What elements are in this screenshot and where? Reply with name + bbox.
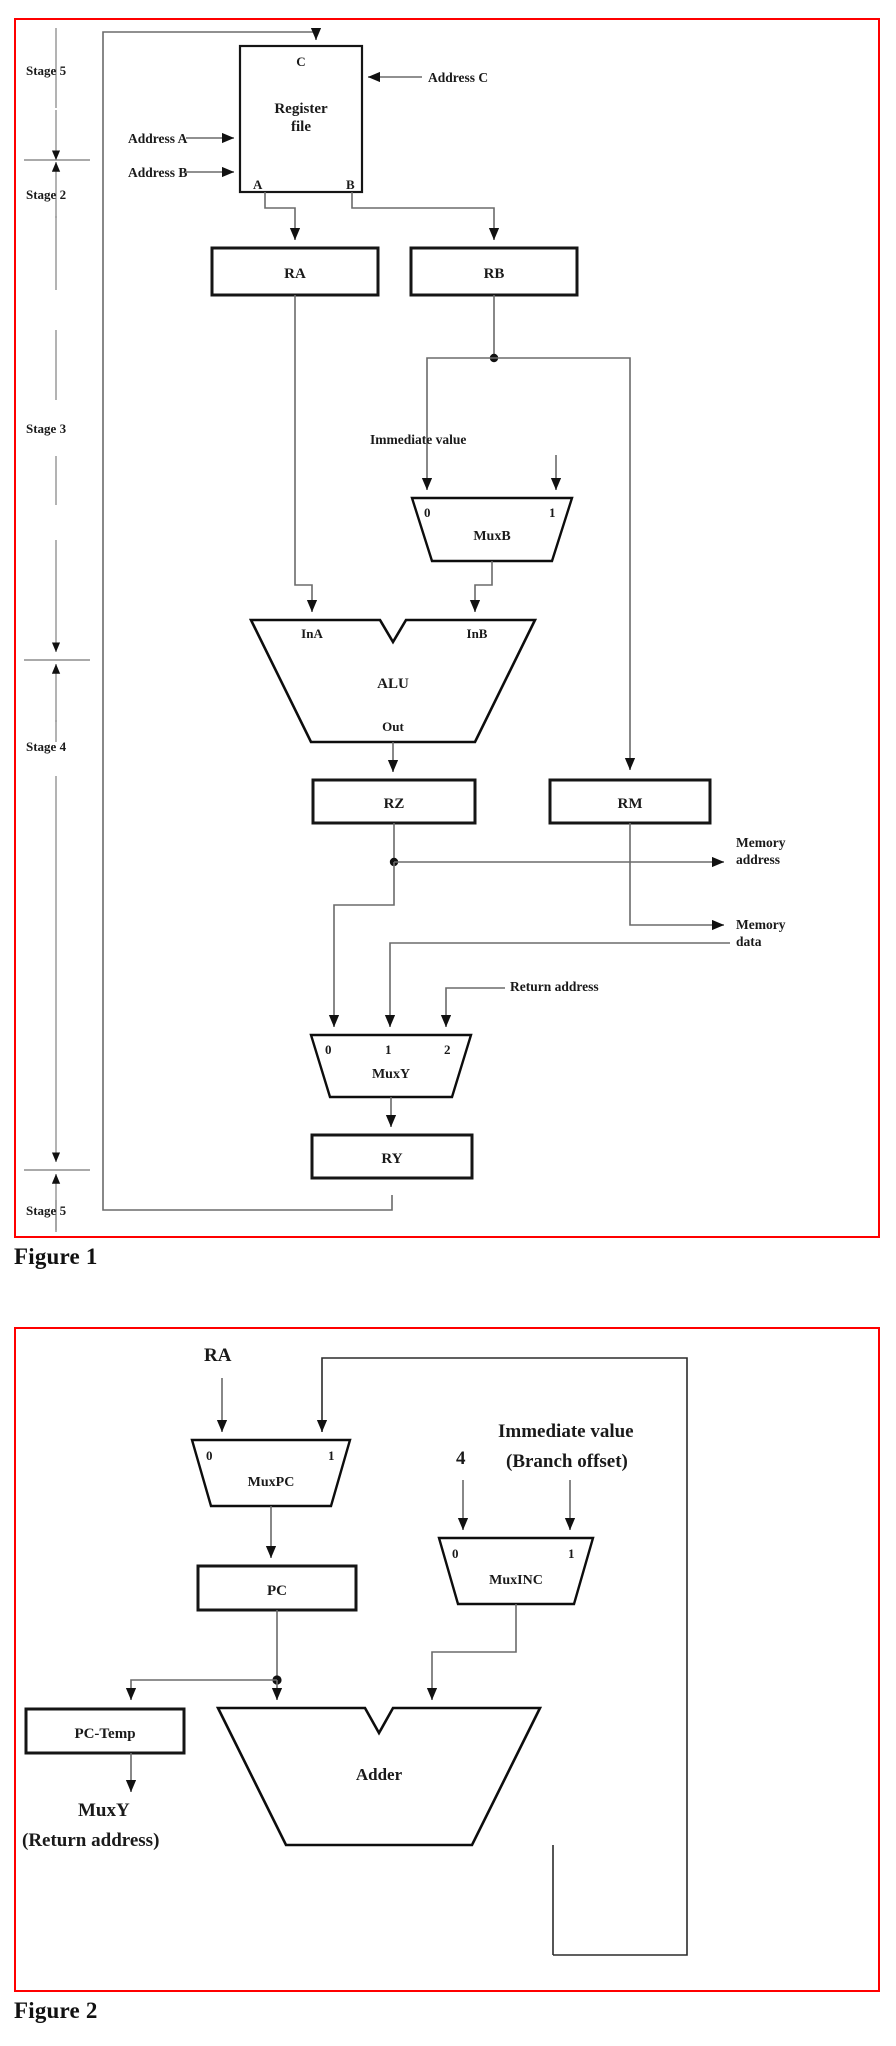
- muxb-to-alu-wire: [469, 561, 493, 613]
- register-file-port-c: C: [296, 54, 305, 69]
- muxy-sel-0-label: 0: [325, 1042, 332, 1057]
- muxb-sel-0-label: 0: [424, 505, 431, 520]
- register-file-box: [238, 44, 364, 194]
- figure-2-diagram: MuxPC 0 1 PC MuxINC 0 1: [24, 1357, 688, 1956]
- muxinc-sel-0-label: 0: [452, 1546, 459, 1561]
- register-file-port-a: A: [253, 177, 263, 192]
- figure-2-container: MuxPC 0 1 PC MuxINC 0 1: [0, 1290, 896, 2046]
- regfile-a-to-ra-wire: [264, 192, 301, 241]
- rz-register-box: [311, 778, 477, 825]
- figure-2-caption: Figure 2: [14, 1998, 98, 2023]
- muxb-sel-1-label: 1: [549, 505, 556, 520]
- ra-to-alu-wire: [294, 295, 318, 613]
- rz-register-label: RZ: [384, 796, 405, 812]
- register-file-label-line1: Register: [274, 101, 328, 117]
- pc-register-label: PC: [267, 1583, 287, 1599]
- ra-register-box: [210, 246, 380, 297]
- muxinc-label: MuxINC: [489, 1573, 543, 1588]
- muxinc-shape: [437, 1536, 595, 1606]
- pc-fanout-wire: [125, 1610, 283, 1701]
- alu-port-out-label: Out: [382, 719, 404, 734]
- muxinc-to-adder-wire: [426, 1604, 517, 1701]
- rb-fanout-wire: [421, 295, 636, 771]
- muxy-sel-1-label: 1: [385, 1042, 392, 1057]
- rm-register-box: [548, 778, 712, 825]
- alu-label: ALU: [377, 676, 409, 692]
- muxpc-sel-0-label: 0: [206, 1448, 213, 1463]
- memory-data-to-muxy-wire: [384, 942, 730, 1028]
- rz-fanout-wire: [328, 823, 725, 1028]
- rm-register-label: RM: [618, 796, 643, 812]
- alu-port-ina-label: InA: [301, 626, 323, 641]
- stage-axis: [24, 28, 90, 1232]
- adder-feedback-wire: [316, 1357, 688, 1956]
- regfile-b-to-rb-wire: [351, 192, 500, 241]
- figure-1-caption: Figure 1: [14, 1244, 98, 1269]
- ra-register-label: RA: [284, 266, 306, 282]
- muxy-label: MuxY: [372, 1067, 410, 1082]
- muxy-sel-2-label: 2: [444, 1042, 451, 1057]
- figure-1-container: Register file C A B RA RB: [14, 18, 880, 1269]
- rb-register-box: [409, 246, 579, 297]
- rm-to-memory-data-wire: [629, 823, 725, 931]
- return-address-to-muxy-wire: [440, 987, 505, 1028]
- pc-register-box: [196, 1564, 358, 1612]
- writeback-bus: [102, 28, 393, 1211]
- adder-label: Adder: [356, 1765, 403, 1784]
- muxb-shape: [410, 496, 574, 563]
- figure-1-diagram: Register file C A B RA RB: [24, 28, 730, 1232]
- register-file-port-b: B: [346, 177, 355, 192]
- muxinc-sel-1-label: 1: [568, 1546, 575, 1561]
- alu-shape: [248, 618, 538, 744]
- alu-port-inb-label: InB: [467, 626, 488, 641]
- rb-register-label: RB: [484, 266, 505, 282]
- figure-2-border: [14, 1327, 880, 1992]
- pc-temp-register-box: [24, 1707, 186, 1755]
- register-file-label-line2: file: [291, 119, 311, 135]
- ry-register-label: RY: [381, 1151, 402, 1167]
- adder-shape: [215, 1706, 543, 1847]
- pc-temp-register-label: PC-Temp: [74, 1726, 135, 1742]
- muxpc-label: MuxPC: [248, 1475, 295, 1490]
- muxpc-sel-1-label: 1: [328, 1448, 335, 1463]
- muxb-label: MuxB: [473, 529, 510, 544]
- muxy-shape: [309, 1033, 473, 1099]
- muxpc-shape: [190, 1438, 352, 1508]
- ry-register-box: [310, 1133, 474, 1180]
